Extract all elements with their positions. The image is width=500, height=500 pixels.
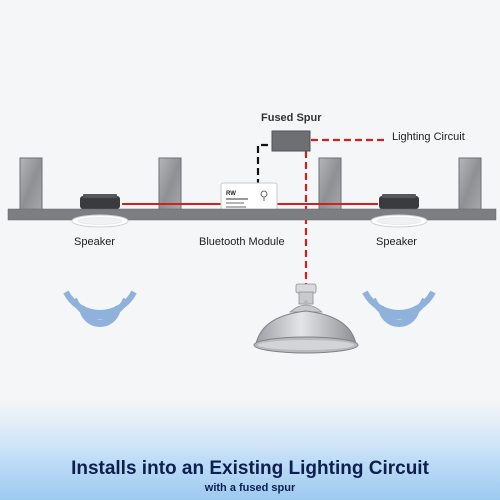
joists — [19, 157, 482, 215]
banner-title: Installs into an Existing Lighting Circu… — [71, 458, 429, 479]
banner-subtitle: with a fused spur — [204, 482, 296, 494]
joist-2 — [158, 157, 182, 215]
speaker-left-label: Speaker — [74, 236, 115, 248]
speaker-right — [379, 194, 419, 209]
ceiling-speaker-icon-right — [370, 214, 428, 228]
joist-4 — [458, 157, 482, 215]
fused-spur-label: Fused Spur — [261, 112, 322, 124]
bluetooth-module-label: Bluetooth Module — [199, 236, 285, 248]
pendant-lamp-icon — [253, 283, 359, 354]
speaker-right-label: Speaker — [376, 236, 417, 248]
joist-3 — [318, 157, 342, 215]
wire-black — [256, 143, 272, 186]
footer-banner: Installs into an Existing Lighting Circu… — [0, 452, 500, 500]
speaker-left — [80, 194, 120, 209]
ceiling-speaker-icon — [71, 214, 129, 228]
sound-wave-icon-right — [362, 290, 436, 327]
sound-wave-icon-left — [63, 290, 137, 327]
svg-text:RW: RW — [226, 191, 236, 197]
ceiling-slab — [7, 208, 497, 221]
joist-1 — [19, 157, 43, 215]
background-fade — [0, 400, 500, 452]
lighting-circuit-label: Lighting Circuit — [392, 131, 465, 143]
fused-spur-box — [271, 130, 311, 152]
bluetooth-module-icon: RW — [220, 182, 278, 214]
